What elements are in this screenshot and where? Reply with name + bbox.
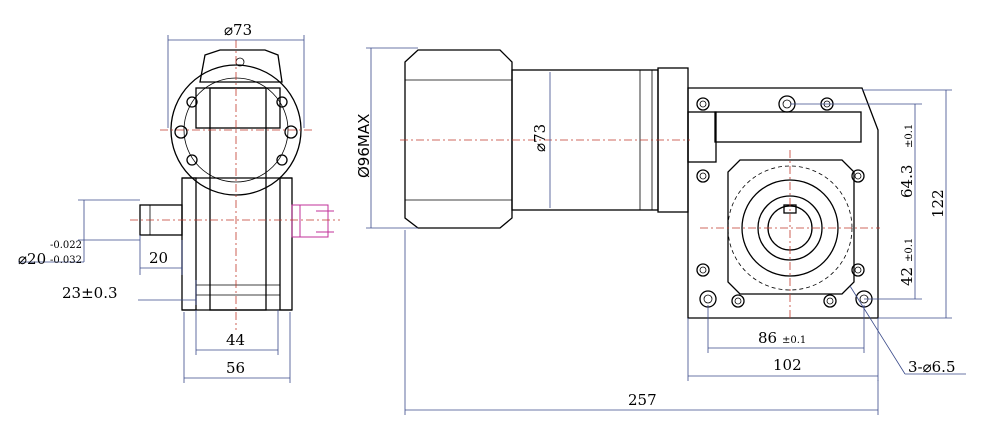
front-view: Ø96MAX ⌀73 64.3 ±0.1 42 ±0.1 122 86 ±0.1… — [355, 47, 966, 415]
dim-key-height: 23±0.3 — [62, 284, 118, 302]
dim-outer-width: 56 — [226, 359, 245, 377]
dim-body-width: 102 — [773, 356, 802, 374]
dim-hole-span-tol: ±0.1 — [782, 335, 806, 346]
dim-upper-tol: ±0.1 — [904, 124, 915, 148]
dim-motor-diameter: ⌀73 — [531, 124, 549, 152]
dim-lower-span: 42 — [898, 267, 916, 286]
dim-shaft-tol-upper: -0.022 — [50, 240, 82, 251]
dim-motor-max: Ø96MAX — [355, 114, 373, 178]
dim-hole-span: 86 — [758, 329, 777, 347]
dim-inner-width: 44 — [226, 331, 245, 349]
dim-lower-tol: ±0.1 — [904, 238, 915, 262]
dim-total-length: 257 — [628, 391, 657, 409]
dim-upper-span: 64.3 — [898, 165, 916, 198]
side-view: ⌀73 ⌀20 -0.022 -0.032 20 23±0.3 44 56 — [18, 21, 340, 383]
dim-shaft-diameter: ⌀20 — [18, 250, 46, 268]
dim-holes: 3-⌀6.5 — [908, 358, 956, 376]
dim-height: 122 — [929, 189, 947, 218]
dim-shaft-tol-lower: -0.032 — [50, 255, 82, 266]
dim-shaft-length: 20 — [149, 249, 168, 267]
dim-top-diameter: ⌀73 — [224, 21, 252, 39]
